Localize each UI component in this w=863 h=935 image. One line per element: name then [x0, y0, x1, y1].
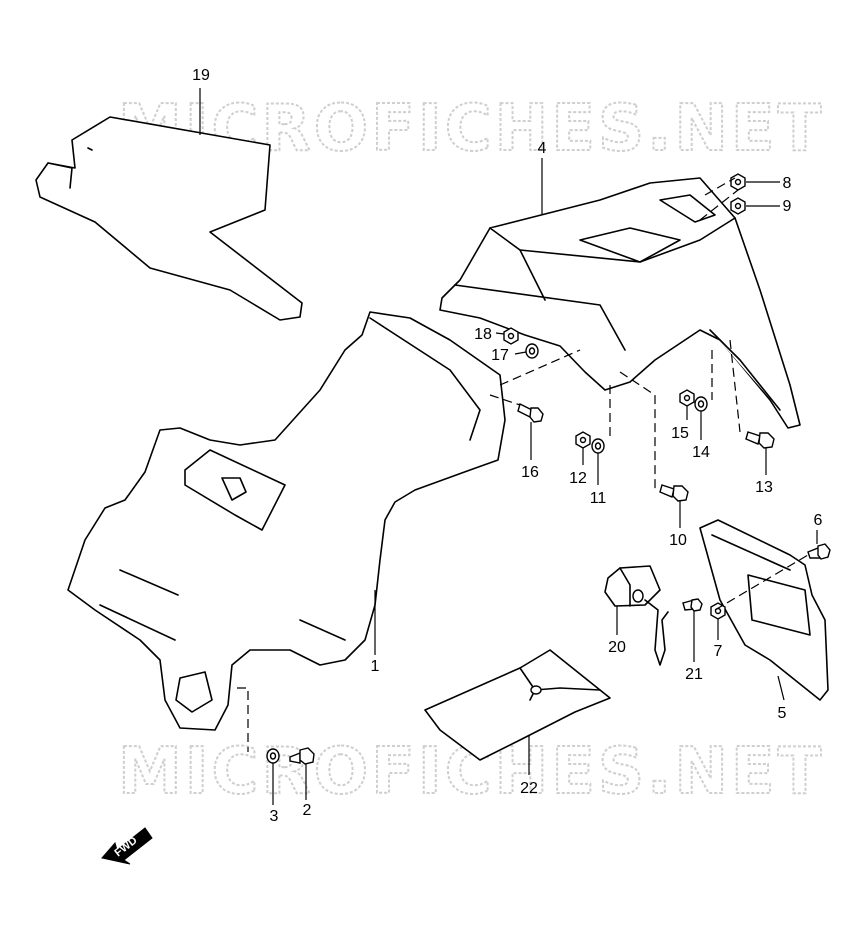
- part-18-nut[interactable]: [503, 327, 519, 345]
- part-10-bolt[interactable]: [659, 484, 689, 502]
- callout-22: 22: [520, 780, 538, 797]
- callout-5: 5: [778, 705, 787, 722]
- part-2-bolt[interactable]: [289, 747, 315, 765]
- fwd-direction-arrow: FWD: [101, 827, 153, 865]
- part-12-nut[interactable]: [575, 431, 591, 449]
- callout-12: 12: [569, 470, 587, 487]
- callout-20: 20: [608, 639, 626, 656]
- part-5-plate-bracket[interactable]: [699, 519, 829, 701]
- callout-6: 6: [814, 512, 823, 529]
- callout-1: 1: [371, 658, 380, 675]
- part-8-flange-nut[interactable]: [730, 173, 746, 191]
- part-19-shield[interactable]: [35, 116, 303, 321]
- part-20-lock[interactable]: [604, 565, 669, 666]
- callout-17: 17: [491, 347, 509, 364]
- assembly-lines: [237, 177, 809, 752]
- part-16-bolt[interactable]: [517, 402, 544, 423]
- callout-21: 21: [685, 666, 703, 683]
- callout-3: 3: [270, 808, 279, 825]
- callout-4: 4: [538, 140, 547, 157]
- part-11-washer[interactable]: [591, 438, 605, 454]
- part-22-pouch[interactable]: [424, 649, 611, 761]
- callout-8: 8: [783, 175, 792, 192]
- part-15-nut[interactable]: [679, 389, 695, 407]
- part-21-bolt[interactable]: [682, 598, 703, 612]
- callout-14: 14: [692, 444, 710, 461]
- part-14-washer[interactable]: [694, 396, 708, 412]
- callout-13: 13: [755, 479, 773, 496]
- part-17-washer[interactable]: [525, 343, 539, 359]
- part-7-nut[interactable]: [710, 602, 726, 620]
- callout-labels: 19 4 8 9 18 17 16 12 11 10 15 14 13 6 7 …: [192, 67, 822, 825]
- part-13-bolt[interactable]: [745, 431, 775, 449]
- part-6-bolt[interactable]: [807, 543, 831, 560]
- callout-16: 16: [521, 464, 539, 481]
- part-3-washer[interactable]: [266, 748, 280, 764]
- callout-18: 18: [474, 326, 492, 343]
- callout-9: 9: [783, 198, 792, 215]
- callout-leaders: [199, 88, 818, 805]
- callout-19: 19: [192, 67, 210, 84]
- callout-2: 2: [303, 802, 312, 819]
- callout-10: 10: [669, 532, 687, 549]
- part-1-inner-fender[interactable]: [67, 311, 506, 731]
- callout-7: 7: [714, 643, 723, 660]
- callout-15: 15: [671, 425, 689, 442]
- callout-11: 11: [590, 490, 607, 507]
- part-9-nut[interactable]: [730, 197, 746, 215]
